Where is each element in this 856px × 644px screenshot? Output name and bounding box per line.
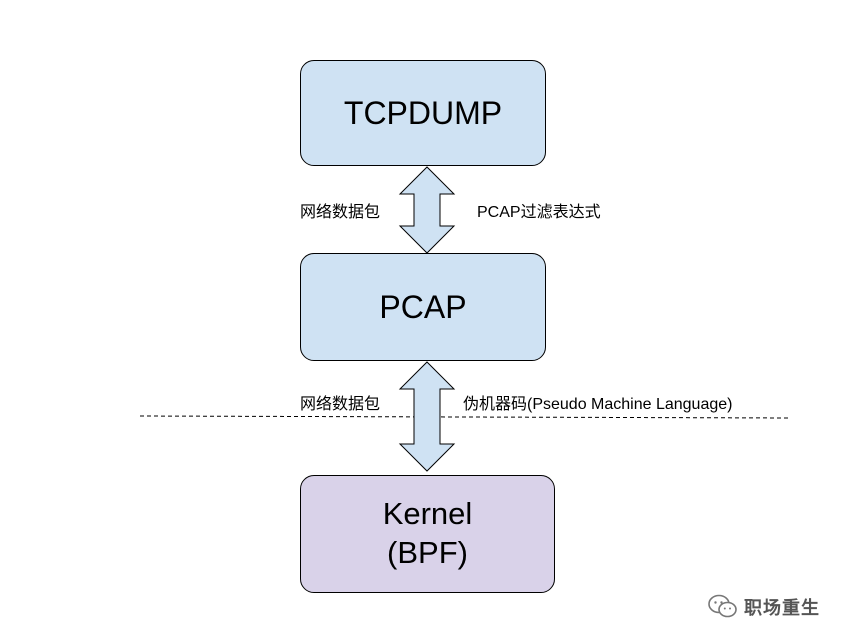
double-arrow-tcpdump-pcap: [398, 166, 456, 254]
pseudo-machine-code-label: 伪机器码(Pseudo Machine Language): [463, 396, 733, 413]
kernel-box: Kernel (BPF): [300, 475, 555, 593]
double-arrow-pcap-kernel: [398, 361, 456, 472]
packet-label-lower: 网络数据包: [300, 396, 381, 413]
watermark-text: 职场重生: [744, 598, 820, 618]
filter-expression-label: PCAP过滤表达式: [477, 204, 601, 221]
kernel-label: Kernel: [382, 496, 473, 532]
tcpdump-box: TCPDUMP: [300, 60, 546, 166]
tcpdump-label: TCPDUMP: [343, 95, 503, 131]
pcap-box: PCAP: [300, 253, 546, 361]
pcap-label: PCAP: [379, 289, 467, 325]
watermark: 职场重生: [708, 594, 820, 620]
bpf-label: (BPF): [387, 535, 468, 570]
kernel-boundary-line: [139, 415, 791, 419]
wechat-icon: [708, 594, 737, 618]
packet-label-upper: 网络数据包: [300, 204, 381, 221]
